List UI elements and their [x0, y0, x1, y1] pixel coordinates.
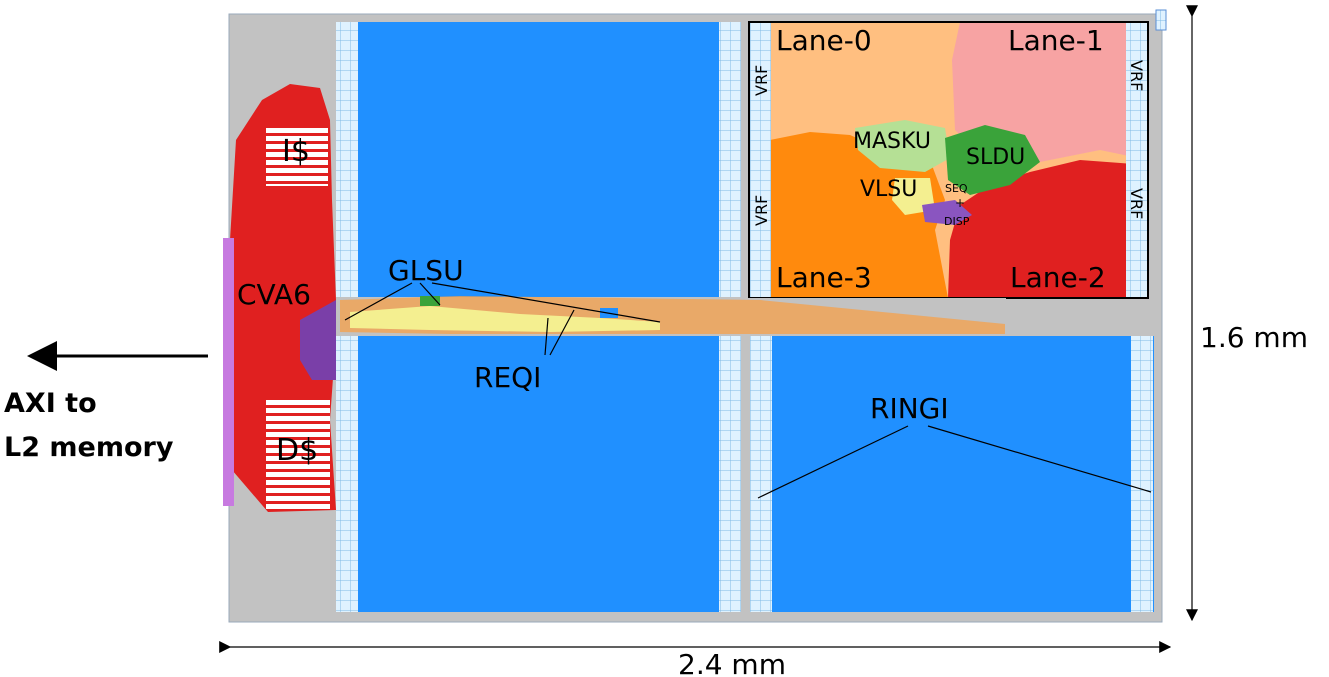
ringi-label: RINGI	[870, 392, 949, 425]
axi-label-line1: AXI to	[4, 388, 97, 419]
vrf-label-top-right: VRF	[1127, 60, 1146, 91]
plus-label: +	[955, 196, 965, 210]
height-dimension-label: 1.6 mm	[1200, 321, 1308, 354]
disp-label: DISP	[944, 215, 970, 228]
icache-label: I$	[282, 134, 310, 169]
cva6-label: CVA6	[237, 278, 311, 311]
small-macro	[1155, 9, 1167, 31]
sldu-label: SLDU	[966, 145, 1025, 170]
seq-label: SEQ	[945, 182, 968, 195]
lane2-label: Lane-2	[1010, 261, 1106, 294]
pointer-lines	[344, 282, 1152, 499]
sram-macro-bottom-right	[750, 336, 1154, 612]
sram-macro-top-left	[336, 22, 741, 297]
lane0-label: Lane-0	[776, 24, 872, 57]
vrf-label-bottom-right: VRF	[1127, 188, 1146, 219]
interconnect-channel	[336, 296, 1006, 336]
width-dimension-label: 2.4 mm	[678, 648, 786, 677]
sram-macro-bottom-left	[336, 336, 741, 612]
icache-array	[266, 126, 328, 186]
glsu-label: GLSU	[388, 254, 464, 287]
masku-label: MASKU	[853, 129, 931, 154]
axi-port-bar	[223, 238, 234, 506]
lane1-label: Lane-1	[1008, 24, 1104, 57]
reqi-label: REQI	[474, 361, 541, 394]
dcache-label: D$	[276, 433, 318, 468]
vlsu-label: VLSU	[860, 177, 917, 202]
vrf-label-bottom-left: VRF	[752, 195, 771, 226]
vrf-label-top-left: VRF	[752, 65, 771, 96]
lane3-label: Lane-3	[776, 261, 872, 294]
dcache-array	[266, 400, 330, 510]
axi-label-line2: L2 memory	[4, 432, 174, 463]
cva6-core	[230, 84, 336, 512]
ara-vector-unit	[748, 21, 1149, 299]
